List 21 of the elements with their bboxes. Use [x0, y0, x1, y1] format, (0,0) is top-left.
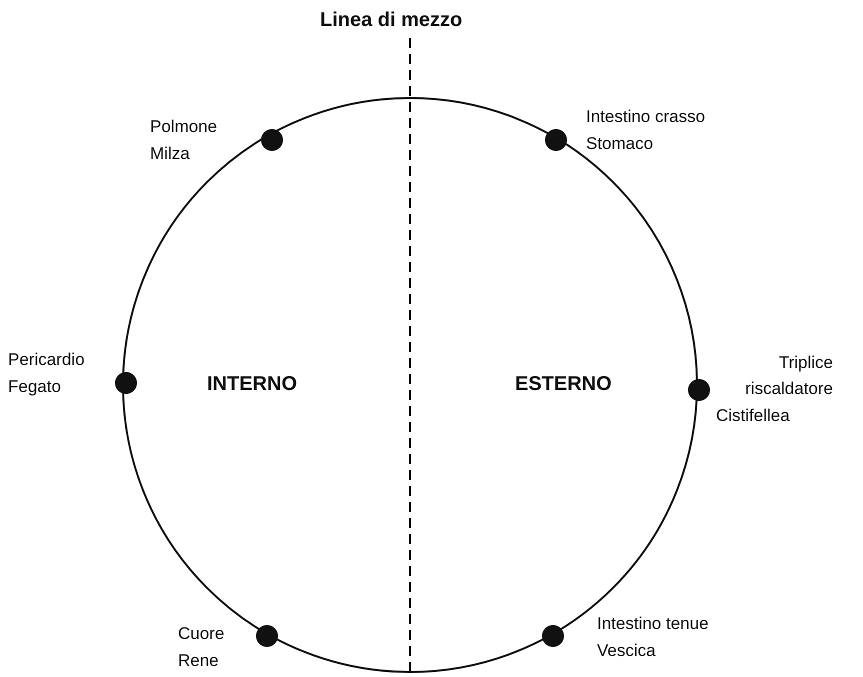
organ-label: Polmone — [150, 117, 218, 137]
organ-label: Cuore — [178, 624, 224, 644]
dot — [261, 129, 283, 151]
region-label: ESTERNO — [515, 372, 612, 396]
region-label: INTERNO — [207, 372, 297, 396]
dot — [542, 625, 564, 647]
dot — [115, 372, 137, 394]
organ-label: Intestino crasso — [586, 107, 706, 127]
dot — [688, 379, 710, 401]
organ-label: Rene — [178, 651, 219, 671]
organ-label: Fegato — [8, 377, 61, 397]
organ-label: Intestino tenue — [597, 614, 709, 634]
organ-label: Milza — [150, 144, 190, 164]
dot — [545, 129, 567, 151]
organ-label: Cistifellea — [716, 405, 790, 427]
organ-label: Vescica — [597, 641, 656, 661]
dot — [256, 625, 278, 647]
organ-label: Stomaco — [586, 134, 654, 154]
midline-title: Linea di mezzo — [320, 8, 462, 32]
organ-label: Triplice riscaldatore — [744, 352, 833, 400]
organ-label: Pericardio — [8, 350, 85, 370]
